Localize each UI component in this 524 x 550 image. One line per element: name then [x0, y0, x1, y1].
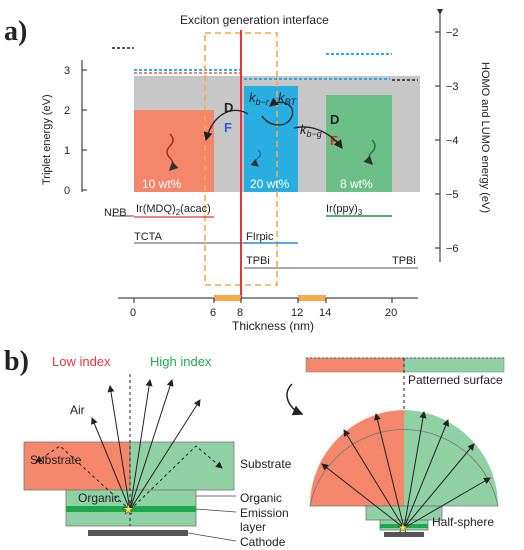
emission-pointer: [195, 508, 237, 513]
x-tick-label-6: 6: [210, 307, 216, 319]
layer-label: layer: [240, 520, 266, 534]
left-tick-label-2: 2: [64, 105, 70, 117]
right-axis-label: HOMO and LUMO energy (eV): [479, 62, 491, 213]
irppy-label: Ir(ppy)3: [326, 203, 363, 217]
cathode-pointer: [187, 532, 237, 542]
tpbi-mid-label: TPBi: [246, 255, 270, 267]
x-tick-label-12: 12: [291, 307, 303, 319]
panel-b-label: b): [4, 346, 29, 377]
donor-label-red: D: [224, 100, 233, 115]
x-tick-label-8: 8: [237, 307, 243, 319]
x-tick-label-14: 14: [319, 307, 331, 319]
left-tick-label-1: 1: [64, 145, 70, 157]
panel-a-label: a): [4, 16, 27, 47]
x-tick-label-0: 0: [130, 307, 136, 319]
firpic-label: FIrpic: [246, 231, 274, 243]
fret-label-green: F: [330, 133, 338, 148]
kbg-arrow: [293, 126, 343, 150]
half-sphere-label: Half-sphere: [432, 515, 494, 529]
red-wt-label: 10 wt%: [142, 177, 182, 191]
kbr-label: kb−r: [249, 90, 270, 107]
right-tick-label-5: −5: [446, 189, 459, 201]
green-wt-label: 8 wt%: [340, 177, 373, 191]
x-axis-label: Thickness (nm): [232, 319, 314, 333]
green-emission-wiggle: [363, 139, 376, 166]
patterned-low-strip: [305, 357, 405, 373]
red-emission-wiggle: [166, 133, 179, 172]
orange-mark-12-14: [298, 295, 326, 301]
right-tick-label-2: −2: [446, 27, 459, 39]
substrate-right-label: Substrate: [240, 457, 292, 471]
left-tick-label-0: 0: [64, 185, 70, 197]
kbt-arrow-loop: [261, 97, 294, 126]
top-label: Exciton generation interface: [180, 13, 329, 27]
emitter-star-right: ★: [397, 520, 409, 535]
red-emitter-region: [134, 110, 214, 192]
patterned-surface-label: Patterned surface: [408, 373, 503, 387]
blue-emission-wiggle: [250, 149, 262, 167]
kbr-arrow: [203, 109, 249, 142]
right-tick-label-4: −4: [446, 135, 459, 147]
substrate-left-label: Substrate: [30, 453, 82, 467]
right-tick-label-3: −3: [446, 81, 459, 93]
npb-label: NPB: [104, 207, 127, 219]
organic-left-label: Organic: [78, 491, 120, 505]
irmdq-label: Ir(MDQ)2(acac): [136, 203, 211, 217]
patterned-high-strip: [403, 357, 505, 373]
ray-group-right: [321, 411, 491, 529]
substrate-high-region: [129, 441, 235, 491]
left-axis-label: Triplet energy (eV): [41, 94, 53, 185]
right-tick-label-6: −6: [446, 243, 459, 255]
emission-label: Emission: [240, 506, 289, 520]
half-sphere-cathode: [384, 532, 424, 537]
cathode-bar: [88, 530, 188, 536]
blue-wt-label: 20 wt%: [250, 177, 290, 191]
kbt-label: kBT: [278, 90, 298, 107]
donor-label-green: D: [330, 112, 339, 127]
tpbi-right-label: TPBi: [392, 255, 416, 267]
x-tick-label-20: 20: [385, 307, 397, 319]
organic-right-label: Organic: [240, 491, 282, 505]
air-label: Air: [70, 403, 85, 417]
high-index-label: High index: [150, 354, 212, 369]
kbg-label: kb−g: [300, 122, 322, 139]
fret-label-red: F: [224, 120, 232, 135]
half-sphere-high: [404, 410, 498, 506]
emitter-star-left: ★: [122, 501, 135, 517]
ray-group-left: [35, 379, 223, 511]
left-tick-label-3: 3: [64, 65, 70, 77]
low-index-label: Low index: [52, 354, 111, 369]
orange-mark-6-8: [214, 295, 241, 301]
cathode-label: Cathode: [240, 535, 286, 549]
curved-swap-arrow: [286, 383, 304, 416]
tcta-label: TCTA: [134, 231, 163, 243]
